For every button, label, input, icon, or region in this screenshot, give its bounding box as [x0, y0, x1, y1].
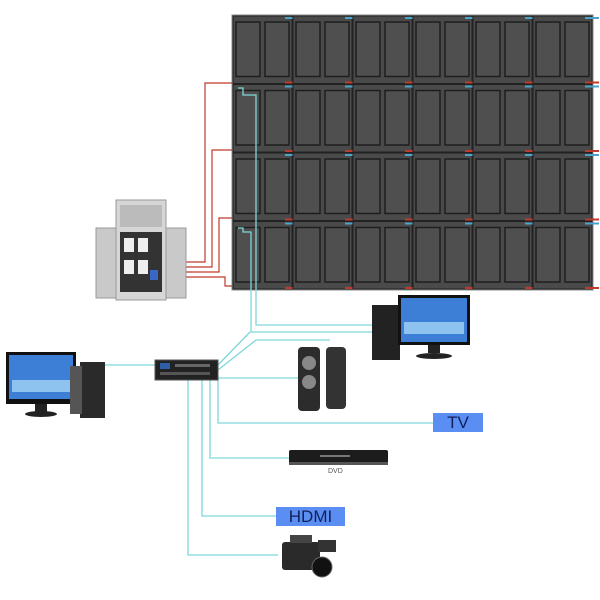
- led-cabinet: [352, 15, 419, 84]
- led-module: [355, 158, 381, 215]
- led-module: [384, 226, 410, 283]
- control-computer: [372, 295, 470, 360]
- led-module: [384, 89, 410, 146]
- led-module: [444, 21, 470, 78]
- dvd-player: [289, 450, 388, 465]
- led-cabinet: [412, 152, 479, 221]
- led-module: [444, 226, 470, 283]
- led-cabinet: [532, 15, 599, 84]
- led-cabinet: [532, 84, 599, 153]
- led-module: [264, 89, 290, 146]
- led-cabinet: [472, 221, 539, 290]
- led-module: [475, 21, 501, 78]
- led-module: [295, 158, 321, 215]
- led-module: [504, 158, 530, 215]
- led-module: [264, 158, 290, 215]
- led-module: [535, 21, 561, 78]
- led-module: [264, 226, 290, 283]
- led-module: [535, 226, 561, 283]
- dvd-label: DVD: [328, 468, 343, 475]
- led-module: [415, 226, 441, 283]
- led-cabinet: [292, 221, 359, 290]
- led-module: [264, 21, 290, 78]
- led-module: [415, 158, 441, 215]
- led-module: [444, 89, 470, 146]
- tv-label: TV: [433, 413, 483, 432]
- video-camera: [282, 535, 336, 578]
- led-module: [475, 158, 501, 215]
- led-module: [504, 226, 530, 283]
- led-module: [324, 226, 350, 283]
- led-cabinet: [412, 15, 479, 84]
- led-module: [564, 158, 590, 215]
- led-module: [535, 158, 561, 215]
- led-module: [324, 21, 350, 78]
- led-cabinet: [352, 152, 419, 221]
- source-computer: [6, 352, 105, 418]
- led-module: [355, 226, 381, 283]
- led-cabinet: [292, 152, 359, 221]
- led-cabinet: [412, 84, 479, 153]
- led-module: [415, 89, 441, 146]
- led-module: [564, 89, 590, 146]
- led-module: [355, 89, 381, 146]
- led-module: [504, 21, 530, 78]
- power-distribution-cabinet: [95, 199, 187, 301]
- led-module: [295, 226, 321, 283]
- signal-cables: [105, 87, 433, 556]
- led-module: [564, 226, 590, 283]
- led-cabinet: [472, 84, 539, 153]
- led-module: [475, 89, 501, 146]
- led-module: [324, 158, 350, 215]
- led-module: [384, 158, 410, 215]
- led-module: [355, 21, 381, 78]
- led-cabinet: [292, 15, 359, 84]
- led-module: [384, 21, 410, 78]
- led-module: [564, 21, 590, 78]
- led-module: [535, 89, 561, 146]
- led-cabinet: [352, 84, 419, 153]
- led-video-wall: [231, 14, 599, 291]
- led-module: [235, 21, 261, 78]
- led-module: [295, 89, 321, 146]
- led-cabinet: [232, 221, 299, 290]
- led-module: [295, 21, 321, 78]
- led-cabinet: [532, 152, 599, 221]
- led-cabinet: [232, 152, 299, 221]
- led-cabinet: [532, 221, 599, 290]
- led-video-processor: [154, 359, 219, 381]
- led-module: [415, 21, 441, 78]
- led-cabinet: [412, 221, 479, 290]
- power-cables: [185, 82, 232, 287]
- led-cabinet: [472, 152, 539, 221]
- led-cabinet: [352, 221, 419, 290]
- led-module: [444, 158, 470, 215]
- led-module: [504, 89, 530, 146]
- led-module: [324, 89, 350, 146]
- led-cabinet: [292, 84, 359, 153]
- led-cabinet: [472, 15, 539, 84]
- speakers: [298, 347, 346, 411]
- hdmi-label: HDMI: [276, 507, 345, 526]
- led-cabinet: [232, 15, 299, 84]
- led-module: [475, 226, 501, 283]
